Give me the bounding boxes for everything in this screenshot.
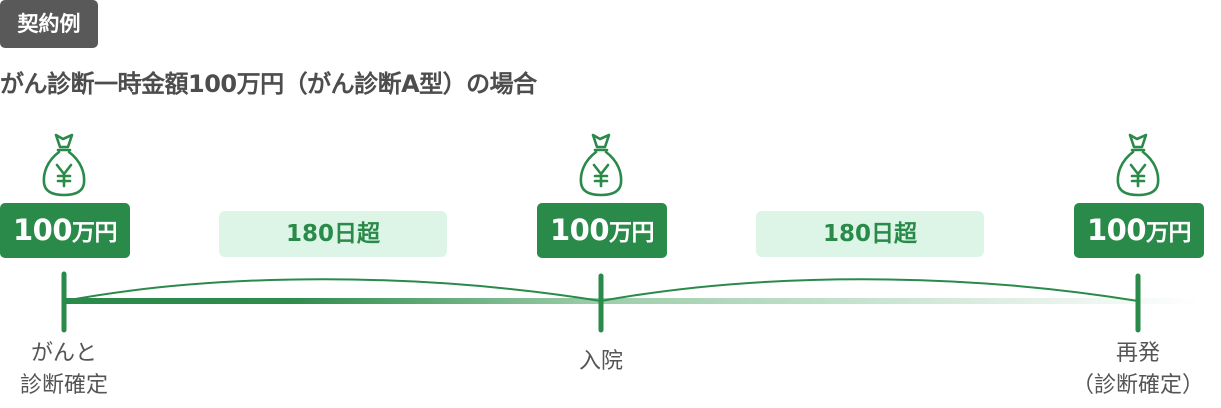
event-label-line1: がんと xyxy=(30,341,97,366)
interval-label: 180日超 xyxy=(756,211,984,257)
payout-amount-value: 100 xyxy=(1086,213,1147,247)
interval-arc xyxy=(63,278,602,302)
event-label-recurrence: 再発 （診断確定） xyxy=(1063,338,1213,402)
page-title: がん診断一時金額100万円（がん診断A型）の場合 xyxy=(0,70,537,98)
contract-example-badge: 契約例 xyxy=(0,0,98,48)
payout-amount-badge: 100万円 xyxy=(1074,203,1204,258)
event-label-diagnosis: がんと 診断確定 xyxy=(4,338,124,402)
event-label-line2: 診断確定 xyxy=(19,373,108,398)
money-bag-yen-icon xyxy=(579,133,623,197)
event-label-line2: （診断確定） xyxy=(1071,373,1204,398)
payout-amount-unit: 万円 xyxy=(72,220,118,246)
payout-amount-unit: 万円 xyxy=(1146,220,1192,246)
timeline-bar xyxy=(64,298,1204,304)
payout-amount-badge: 100万円 xyxy=(537,203,667,258)
payout-amount-unit: 万円 xyxy=(609,220,655,246)
event-label-line1: 入院 xyxy=(578,349,623,374)
interval-arc xyxy=(600,278,1139,302)
interval-label: 180日超 xyxy=(219,211,447,257)
payout-amount-badge: 100万円 xyxy=(0,203,130,258)
payout-amount-value: 100 xyxy=(12,213,73,247)
event-label-line1: 再発 xyxy=(1115,341,1160,366)
event-label-hospitalization: 入院 xyxy=(541,346,661,378)
money-bag-yen-icon xyxy=(42,133,86,197)
money-bag-yen-icon xyxy=(1116,133,1160,197)
payout-amount-value: 100 xyxy=(549,213,610,247)
timeline xyxy=(61,271,1204,333)
